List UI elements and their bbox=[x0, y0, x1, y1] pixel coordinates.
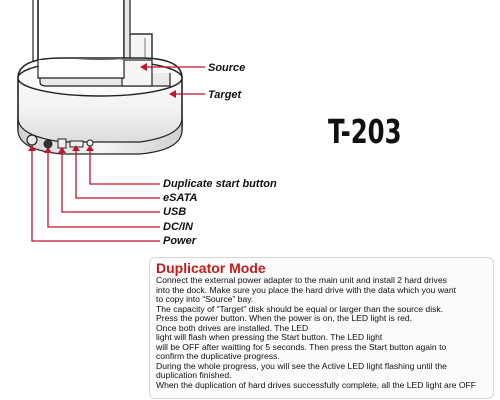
label-esata: eSATA bbox=[163, 192, 198, 204]
panel-title: Duplicator Mode bbox=[156, 260, 266, 276]
panel-line: light will flash when pressing the Start… bbox=[156, 332, 383, 342]
power-button-icon bbox=[26, 134, 38, 146]
panel-line: will be OFF after waitting for 5 seconds… bbox=[156, 341, 447, 352]
model-number: T-203 bbox=[328, 112, 402, 151]
panel-line: When the duplication of hard drives succ… bbox=[156, 379, 477, 390]
panel-line: The capacity of “Target” disk should be … bbox=[156, 303, 444, 314]
callout-arrows bbox=[28, 63, 176, 153]
dcin-port-icon bbox=[43, 139, 53, 149]
label-dcin: DC/IN bbox=[163, 221, 193, 233]
panel-body: Connect the external power adapter to th… bbox=[156, 275, 492, 390]
label-usb: USB bbox=[163, 206, 187, 218]
usb-port-icon bbox=[57, 138, 67, 149]
panel-line: confirm the duplicative progress. bbox=[156, 351, 280, 361]
panel-line: Once both drives are installed. The LED bbox=[156, 322, 309, 333]
label-power: Power bbox=[163, 235, 197, 247]
panel-line: Press the power button. When the power i… bbox=[156, 313, 413, 323]
callout-lines bbox=[31, 66, 205, 242]
panel-line: to copy into “Source” bay. bbox=[156, 294, 254, 304]
label-duplicate-start-button: Duplicate start button bbox=[163, 178, 277, 190]
panel-line: Connect the external power adapter to th… bbox=[156, 275, 447, 285]
panel-line: into the dock. Make sure you place the h… bbox=[156, 284, 456, 295]
label-target: Target bbox=[208, 89, 242, 101]
panel-line: duplication finished. bbox=[156, 370, 232, 380]
dock-body bbox=[17, 57, 183, 155]
duplicator-mode-panel: Duplicator Mode Connect the external pow… bbox=[149, 257, 494, 399]
panel-line: During the whole progress, you will see … bbox=[156, 360, 447, 371]
label-source: Source bbox=[208, 62, 246, 74]
dock-diagram bbox=[17, 0, 205, 242]
